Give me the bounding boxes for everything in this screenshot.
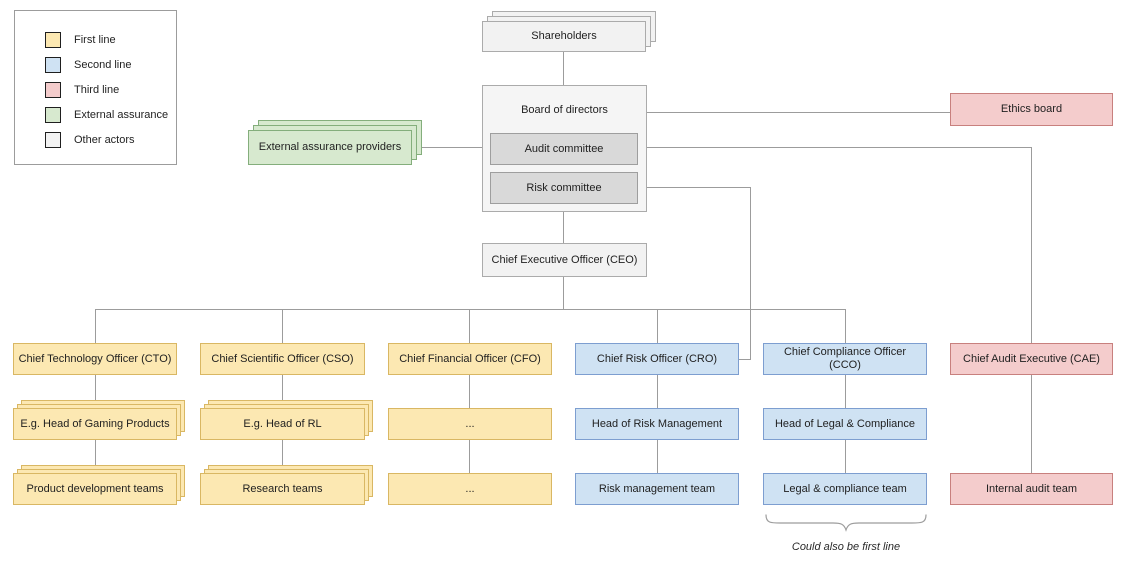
legend-item-other-actors: Other actors bbox=[45, 132, 176, 148]
node-head-risk-management: Head of Risk Management bbox=[575, 408, 739, 440]
node-research-teams: Research teams bbox=[200, 473, 365, 505]
node-product-development-teams: Product development teams bbox=[13, 473, 177, 505]
connector-drop-cro bbox=[657, 310, 658, 343]
connector-board-ethics bbox=[647, 112, 950, 113]
first-line-swatch-icon bbox=[45, 32, 61, 48]
other-actors-swatch-icon bbox=[45, 132, 61, 148]
node-ceo: Chief Executive Officer (CEO) bbox=[482, 243, 647, 277]
connector-cco-head bbox=[845, 375, 846, 408]
node-head-gaming-products: E.g. Head of Gaming Products bbox=[13, 408, 177, 440]
node-risk-committee: Risk committee bbox=[490, 172, 638, 204]
connector-cae-internal-audit bbox=[1031, 375, 1032, 473]
node-cco: Chief Compliance Officer (CCO) bbox=[763, 343, 927, 375]
external-assurance-swatch-icon bbox=[45, 107, 61, 123]
connector-cro-head bbox=[657, 375, 658, 408]
node-internal-audit-team: Internal audit team bbox=[950, 473, 1113, 505]
connector-head-product-teams bbox=[95, 440, 96, 473]
legend-item-external-assurance: External assurance bbox=[45, 107, 176, 123]
legend-label: External assurance bbox=[74, 109, 169, 121]
connector-risk-team bbox=[657, 440, 658, 473]
node-ethics-board: Ethics board bbox=[950, 93, 1113, 126]
legend-label: Second line bbox=[74, 59, 132, 71]
node-legal-compliance-team: Legal & compliance team bbox=[763, 473, 927, 505]
brace-icon bbox=[765, 514, 927, 532]
connector-cto-head bbox=[95, 375, 96, 408]
legend-item-second-line: Second line bbox=[45, 57, 176, 73]
node-risk-management-team: Risk management team bbox=[575, 473, 739, 505]
node-cfo: Chief Financial Officer (CFO) bbox=[388, 343, 552, 375]
second-line-swatch-icon bbox=[45, 57, 61, 73]
node-cfo-ellipsis-mid: ... bbox=[388, 408, 552, 440]
connector-ceo-distribution bbox=[95, 309, 846, 310]
connector-ceo-stem bbox=[563, 277, 564, 309]
legend-item-third-line: Third line bbox=[45, 82, 176, 98]
node-head-legal-compliance: Head of Legal & Compliance bbox=[763, 408, 927, 440]
legend-item-first-line: First line bbox=[45, 32, 176, 48]
connector-cfo-mid bbox=[469, 375, 470, 408]
connector-head-research-teams bbox=[282, 440, 283, 473]
connector-drop-cso bbox=[282, 310, 283, 343]
connector-legal-team bbox=[845, 440, 846, 473]
connector-cfo-bottom bbox=[469, 440, 470, 473]
connector-drop-cfo bbox=[469, 310, 470, 343]
third-line-swatch-icon bbox=[45, 82, 61, 98]
node-cae: Chief Audit Executive (CAE) bbox=[950, 343, 1113, 375]
node-cso: Chief Scientific Officer (CSO) bbox=[200, 343, 365, 375]
connector-eap-board bbox=[412, 147, 482, 148]
node-audit-committee: Audit committee bbox=[490, 133, 638, 165]
legend-label: Third line bbox=[74, 84, 120, 96]
node-cfo-ellipsis-bottom: ... bbox=[388, 473, 552, 505]
node-cro: Chief Risk Officer (CRO) bbox=[575, 343, 739, 375]
connector-risk-cro-horizontal bbox=[638, 187, 751, 188]
connector-drop-cco bbox=[845, 310, 846, 343]
connector-audit-cae-horizontal bbox=[638, 147, 1032, 148]
node-cto: Chief Technology Officer (CTO) bbox=[13, 343, 177, 375]
connector-audit-cae-vertical bbox=[1031, 147, 1032, 343]
legend-label: First line bbox=[74, 34, 116, 46]
connector-risk-cro-vertical bbox=[750, 187, 751, 359]
connector-risk-cro-elbow bbox=[739, 359, 751, 360]
node-external-assurance-providers: External assurance providers bbox=[248, 130, 412, 165]
note-could-also-be-first-line: Could also be first line bbox=[791, 541, 901, 553]
connector-cso-head bbox=[282, 375, 283, 408]
node-shareholders: Shareholders bbox=[482, 21, 646, 52]
legend-label: Other actors bbox=[74, 134, 135, 146]
connector-drop-cto bbox=[95, 310, 96, 343]
node-head-rl: E.g. Head of RL bbox=[200, 408, 365, 440]
board-label: Board of directors bbox=[521, 104, 608, 116]
legend: First line Second line Third line Extern… bbox=[14, 10, 177, 165]
connector-board-ceo bbox=[563, 212, 564, 243]
connector-shareholders-board bbox=[563, 52, 564, 85]
